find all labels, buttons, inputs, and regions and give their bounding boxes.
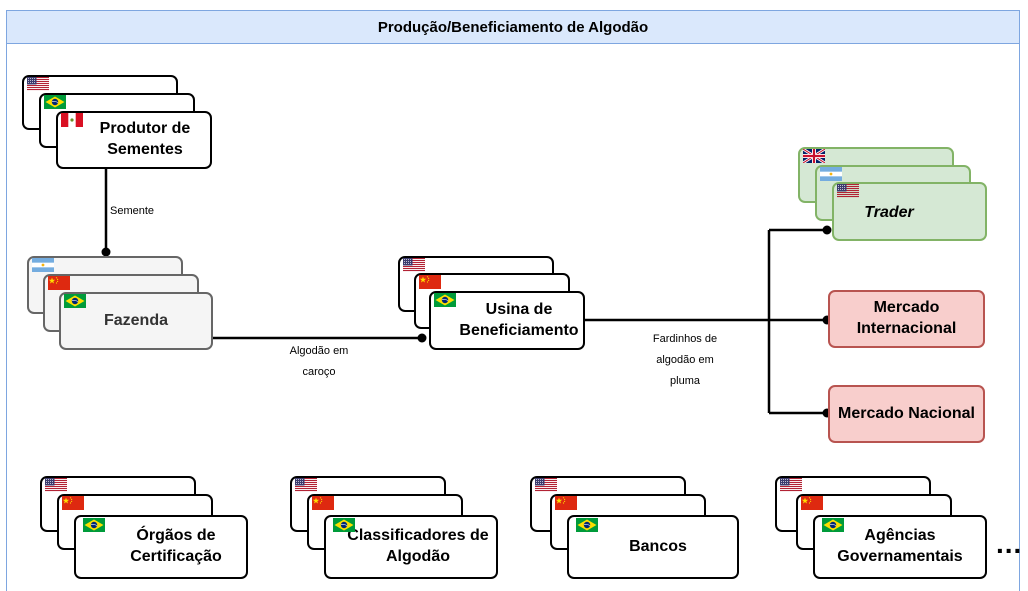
- china-flag: [48, 276, 70, 290]
- edge-label-semente: Semente: [110, 201, 155, 222]
- china-flag: [312, 496, 334, 510]
- diagram-title: Produção/Beneficiamento de Algodão: [6, 10, 1020, 44]
- argentina-flag: [820, 167, 842, 181]
- endpoint-dot: [417, 333, 427, 343]
- classificadores-label: Classificadores de Algodão: [347, 527, 489, 565]
- china-flag: [801, 496, 823, 510]
- mercado-internacional-node[interactable]: [828, 290, 985, 348]
- edge-label-algodao-caroco: Algodão em caroço: [279, 341, 359, 383]
- agencias-label: Agências Governamentais: [837, 527, 963, 565]
- bancos-label: Bancos: [629, 537, 687, 555]
- peru-flag: [61, 113, 83, 127]
- brazil-flag: [64, 294, 86, 308]
- usa-flag: [45, 478, 67, 492]
- usa-flag: [27, 77, 49, 91]
- brazil-flag: [83, 518, 105, 532]
- usa-flag: [295, 478, 317, 492]
- usa-flag: [403, 258, 425, 272]
- fazenda-label: Fazenda: [103, 311, 168, 329]
- brazil-flag: [44, 95, 66, 109]
- usa-flag: [535, 478, 557, 492]
- mercado-internacional-label: Mercado Internacional: [856, 299, 957, 337]
- brazil-flag: [434, 293, 456, 307]
- brazil-flag: [822, 518, 844, 532]
- china-flag: [419, 275, 441, 289]
- brazil-flag: [576, 518, 598, 532]
- china-flag: [62, 496, 84, 510]
- mercado-nacional-node[interactable]: [828, 385, 985, 443]
- classificadores-de-algodao-node[interactable]: [324, 515, 498, 579]
- trader-label: Trader: [864, 203, 914, 221]
- orgaos-label: Órgãos de Certificação: [130, 527, 222, 565]
- argentina-flag: [32, 258, 54, 272]
- endpoint-dot: [822, 225, 832, 235]
- produtor-label: Produtor de Sementes: [99, 120, 191, 158]
- usa-flag: [837, 184, 859, 198]
- endpoint-dot: [101, 247, 111, 257]
- edge-label-fardinhos: Fardinhos de algodão em pluma: [640, 329, 730, 392]
- brazil-flag: [333, 518, 355, 532]
- usa-flag: [780, 478, 802, 492]
- mercado-nacional-label: Mercado Nacional: [838, 404, 975, 422]
- china-flag: [555, 496, 577, 510]
- trader-node[interactable]: [832, 182, 987, 241]
- orgaos-de-certificacao-node[interactable]: [74, 515, 248, 579]
- more-ellipsis: ...: [996, 528, 1023, 559]
- uk-flag: [803, 149, 825, 163]
- usina-label: Usina de Beneficiamento: [459, 300, 579, 339]
